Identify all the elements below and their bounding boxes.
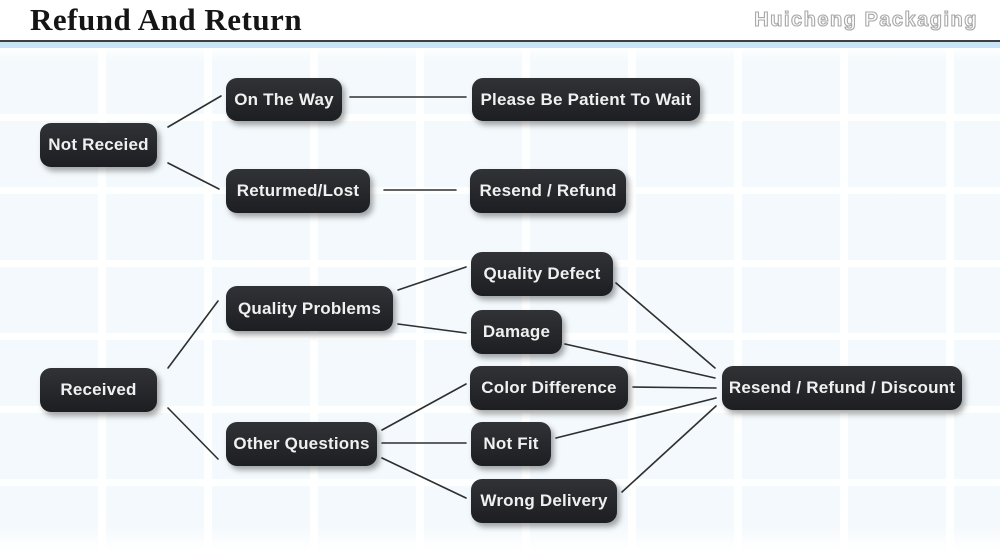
edge-quality-problems-to-damage bbox=[397, 323, 467, 334]
node-wrong-delivery: Wrong Delivery bbox=[471, 479, 617, 523]
edge-quality-problems-to-quality-defect bbox=[397, 266, 467, 291]
edge-other-questions-to-color-difference bbox=[381, 383, 467, 431]
node-not-received: Not Receied bbox=[40, 123, 157, 167]
edge-not-received-to-on-the-way bbox=[167, 95, 222, 128]
edge-other-questions-to-wrong-delivery bbox=[381, 457, 467, 499]
node-resend-refund: Resend / Refund bbox=[470, 169, 626, 213]
node-be-patient: Please Be Patient To Wait bbox=[472, 78, 700, 121]
node-not-fit: Not Fit bbox=[471, 422, 551, 466]
edge-not-received-to-returned-lost bbox=[167, 162, 220, 190]
node-returned-lost: Returmed/Lost bbox=[226, 169, 370, 213]
node-on-the-way: On The Way bbox=[226, 78, 342, 121]
edge-wrong-delivery-to-resend-refund-discount bbox=[621, 405, 717, 493]
edge-received-to-other-questions bbox=[167, 407, 219, 460]
header: Refund And Return Huicheng Packaging bbox=[0, 0, 1000, 40]
edge-color-difference-to-resend-refund-discount bbox=[632, 386, 717, 389]
node-resend-refund-discount: Resend / Refund / Discount bbox=[722, 366, 962, 410]
node-color-difference: Color Difference bbox=[470, 366, 628, 410]
edge-quality-defect-to-resend-refund-discount bbox=[615, 282, 716, 369]
node-damage: Damage bbox=[471, 310, 562, 354]
header-divider-dark bbox=[0, 40, 1000, 42]
node-quality-problems: Quality Problems bbox=[226, 286, 393, 331]
brand-logo-text: Huicheng Packaging bbox=[754, 8, 978, 31]
node-other-questions: Other Questions bbox=[226, 422, 377, 466]
node-quality-defect: Quality Defect bbox=[471, 252, 613, 296]
edge-received-to-quality-problems bbox=[167, 300, 219, 369]
header-divider-blue bbox=[0, 42, 1000, 48]
node-received: Received bbox=[40, 368, 157, 412]
page-title: Refund And Return bbox=[30, 2, 303, 37]
